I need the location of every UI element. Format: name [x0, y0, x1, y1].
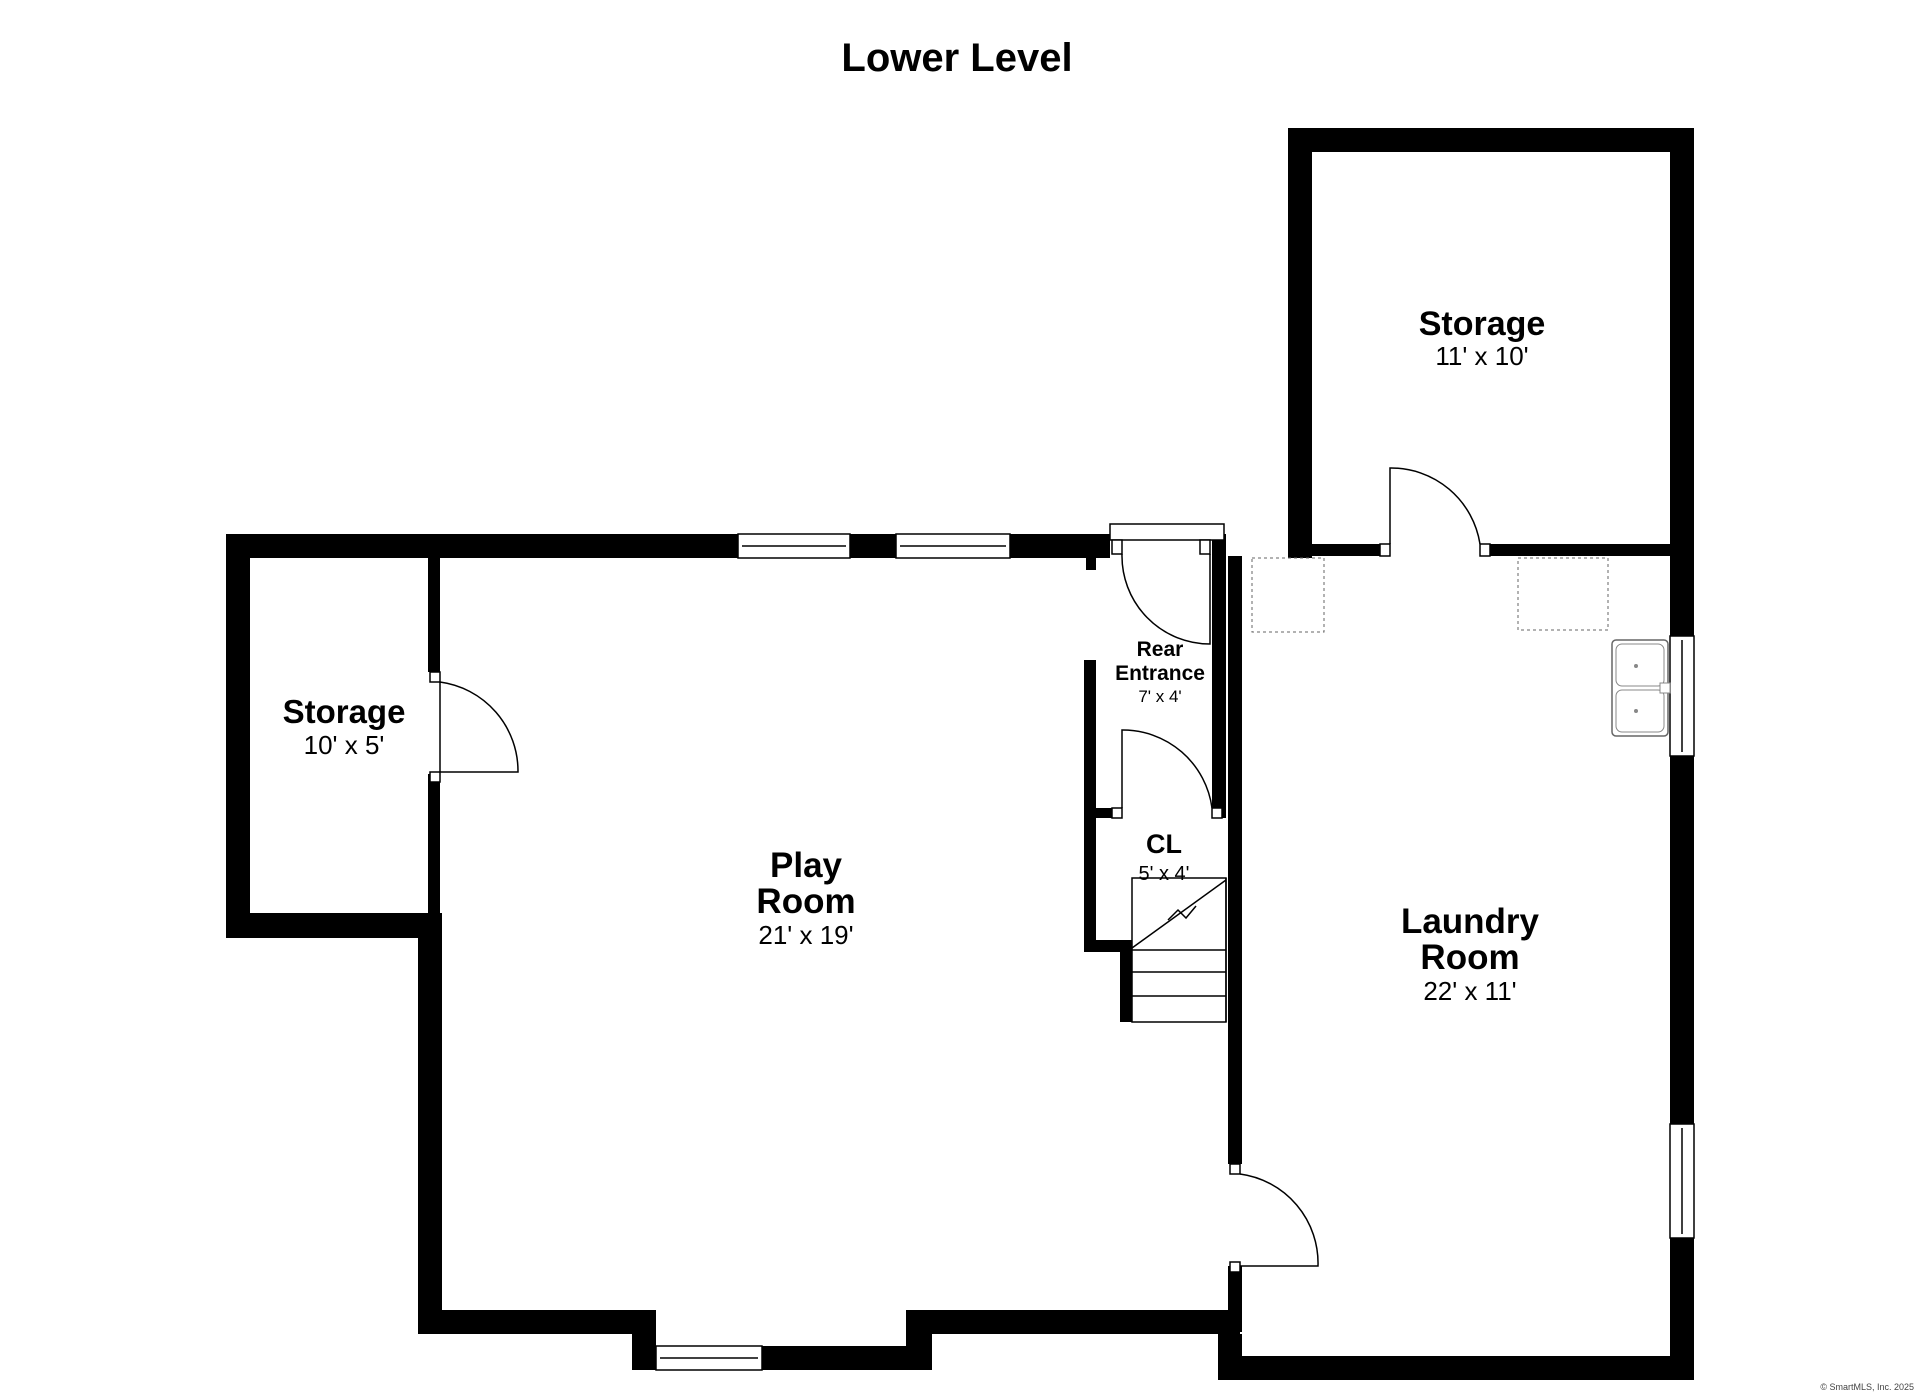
- wall-laundry-east-3: [1670, 1238, 1694, 1380]
- wall-laundry-south: [1218, 1356, 1694, 1380]
- sink-basin-bottom: [1615, 689, 1665, 733]
- door-jamb: [429, 771, 441, 783]
- room-name-closet: CL: [1146, 829, 1182, 859]
- copyright-notice: © SmartMLS, Inc. 2025: [1820, 1382, 1914, 1392]
- wall-top-1: [226, 534, 738, 558]
- windows: [655, 533, 1695, 1371]
- room-name-storage-right: Storage: [1419, 305, 1546, 343]
- wall-storage-right-east: [1670, 128, 1694, 558]
- wall-storage-right-north: [1288, 128, 1694, 152]
- wall-laundry-west-bottom: [1228, 1266, 1242, 1332]
- wall-stub: [1086, 558, 1096, 570]
- plan-title: Lower Level: [841, 36, 1072, 80]
- wall-left-storage-south: [226, 913, 434, 938]
- sink-basin-top: [1615, 643, 1665, 687]
- room-name-storage-left: Storage: [283, 693, 406, 730]
- door-jamb: [1211, 807, 1223, 819]
- door-jamb: [1229, 1261, 1241, 1273]
- walls: [226, 128, 1694, 1380]
- stair-break-line: [1131, 879, 1227, 949]
- door-jamb: [1111, 539, 1123, 555]
- room-dims-laundry: 22' x 11': [1423, 976, 1516, 1006]
- wall-storage-right-south-2: [1490, 544, 1680, 556]
- door-rear-threshold: [1109, 523, 1225, 541]
- wall-play-south-2: [906, 1310, 1240, 1334]
- door-rear-entrance: [1121, 553, 1211, 645]
- doors: [429, 467, 1491, 1273]
- room-name-rear-1: Rear: [1137, 638, 1184, 661]
- door-storage-right: [1389, 467, 1481, 545]
- room-name-rear-2: Entrance: [1115, 662, 1205, 685]
- wall-storage-right-south-1: [1288, 544, 1388, 556]
- sink-drain: [1634, 709, 1638, 713]
- stairs: [1131, 877, 1227, 1023]
- wall-divider-top: [1212, 534, 1226, 814]
- wall-laundry-east-2: [1670, 756, 1694, 1124]
- wall-storage-right-west: [1288, 128, 1312, 558]
- appliance-outline-left: [1251, 557, 1325, 633]
- room-name-laundry-2: Room: [1420, 938, 1519, 977]
- wall-play-south-1: [418, 1310, 652, 1334]
- room-name-play-1: Play: [770, 846, 843, 885]
- room-dims-closet: 5' x 4': [1139, 863, 1190, 885]
- wall-play-west: [418, 913, 442, 1332]
- wall-storage-partition-bottom: [428, 774, 440, 914]
- wall-storage-partition-top: [428, 558, 440, 672]
- sink-drain: [1634, 664, 1638, 668]
- room-name-play-2: Room: [756, 882, 855, 921]
- door-jamb: [1111, 807, 1123, 819]
- door-jamb: [429, 671, 441, 683]
- room-dims-rear: 7' x 4': [1138, 687, 1181, 706]
- sink-faucet-icon: [1659, 682, 1671, 694]
- room-dims-storage-left: 10' x 5': [304, 730, 385, 760]
- appliance-outline-right: [1517, 557, 1609, 631]
- door-jamb: [1229, 1163, 1241, 1175]
- door-jamb: [1379, 543, 1391, 557]
- wall-stair-west: [1120, 940, 1132, 1022]
- room-labels: Storage 10' x 5' Play Room 21' x 19' Rea…: [283, 305, 1546, 1006]
- room-dims-storage-right: 11' x 10': [1435, 341, 1528, 371]
- fixtures: [1251, 557, 1671, 737]
- wall-laundry-west-top: [1228, 556, 1242, 1164]
- wall-left-storage-west: [226, 534, 250, 938]
- stair-break-mark: [1167, 905, 1197, 921]
- room-dims-play: 21' x 19': [758, 920, 853, 950]
- wall-top-3: [1010, 534, 1110, 558]
- wall-closet-west: [1084, 660, 1096, 952]
- door-jamb: [1479, 543, 1491, 557]
- wall-closet-top-left: [1096, 808, 1120, 818]
- door-jamb: [1199, 539, 1211, 555]
- door-laundry: [1239, 1173, 1319, 1267]
- room-name-laundry-1: Laundry: [1401, 902, 1540, 941]
- door-closet: [1121, 729, 1213, 809]
- wall-top-2: [850, 534, 896, 558]
- door-storage-left: [439, 681, 519, 773]
